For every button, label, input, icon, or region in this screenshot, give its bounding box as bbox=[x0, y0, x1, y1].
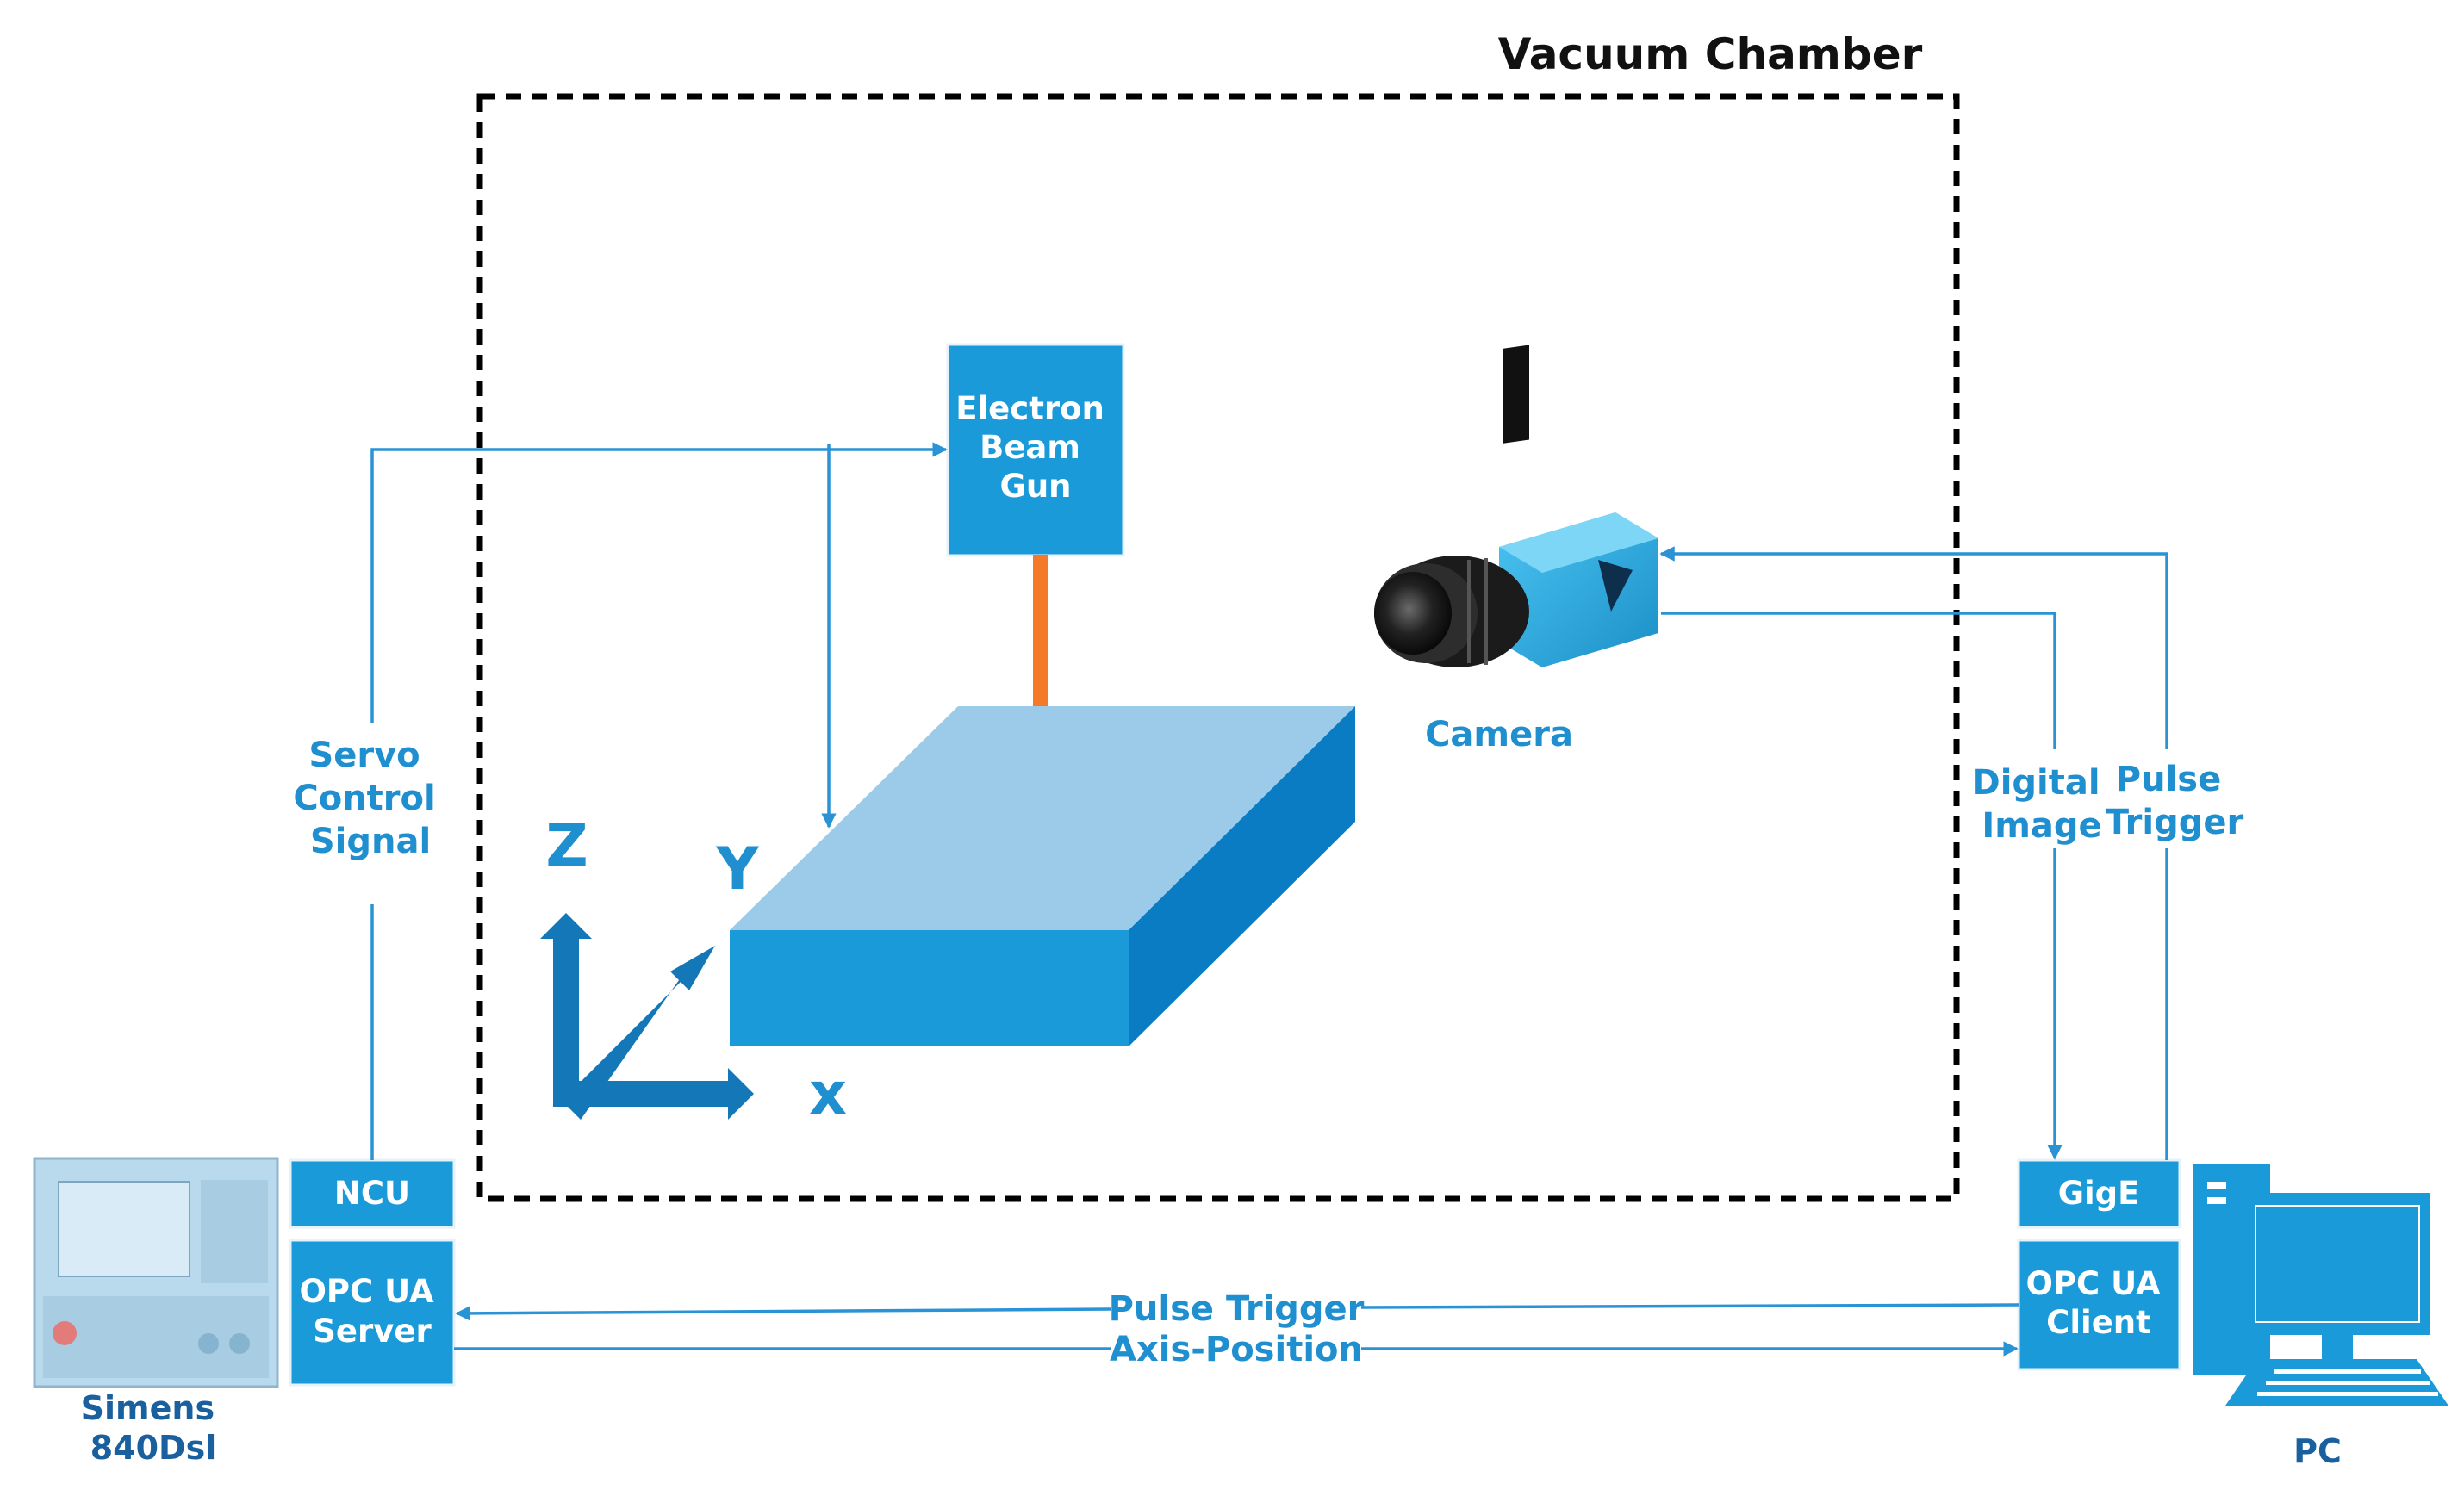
workpiece-side-face bbox=[1129, 706, 1355, 1046]
x-axis-label: x bbox=[809, 1060, 847, 1128]
camera-label: Camera bbox=[1425, 715, 1573, 754]
servo-control-line bbox=[370, 442, 948, 1160]
pc-icon bbox=[2193, 1164, 2448, 1406]
y-axis-label: Y bbox=[715, 835, 759, 903]
gige-box bbox=[2017, 1158, 2181, 1229]
electron-beam-gun-label: Electron Beam Gun bbox=[955, 390, 1116, 505]
workpiece-front-face bbox=[730, 930, 1129, 1046]
axis-position-label: Axis-Position bbox=[1110, 1330, 1363, 1369]
z-axis-label: Z bbox=[545, 812, 588, 880]
ncu-box bbox=[289, 1158, 456, 1229]
opc-ua-client-box bbox=[2017, 1239, 2181, 1371]
z-axis-arrow bbox=[540, 913, 592, 1102]
gige-label: GigE bbox=[2058, 1175, 2140, 1212]
servo-control-label: Servo Control Signal bbox=[293, 736, 447, 861]
pulse-trigger-bus-label: Pulse Trigger bbox=[1109, 1289, 1365, 1329]
opc-bus-lines bbox=[454, 1303, 2019, 1357]
vacuum-chamber-title: Vacuum Chamber bbox=[1498, 29, 1923, 79]
vacuum-chamber-border bbox=[476, 93, 1960, 1202]
camera-signal-lines bbox=[1659, 546, 2168, 1160]
y-axis-arrow bbox=[562, 946, 715, 1120]
opc-ua-client-label: OPC UA Client bbox=[2025, 1265, 2171, 1341]
electron-beam-gun-box bbox=[946, 343, 1125, 557]
workpiece-top-face bbox=[730, 706, 1355, 930]
cnc-controller-icon bbox=[33, 1157, 279, 1388]
pulse-trigger-camera-label: Pulse Trigger bbox=[2106, 760, 2244, 842]
digital-image-label: Digital Image bbox=[1971, 763, 2112, 846]
coordinate-axes bbox=[540, 913, 754, 1120]
cnc-label: Simens 840Dsl bbox=[81, 1389, 227, 1467]
opc-ua-server-box bbox=[289, 1239, 456, 1387]
camera-icon bbox=[1374, 345, 1658, 667]
ncu-label: NCU bbox=[334, 1175, 410, 1212]
pc-label: PC bbox=[2293, 1432, 2342, 1470]
opc-ua-server-label: OPC UA Server bbox=[299, 1273, 445, 1350]
